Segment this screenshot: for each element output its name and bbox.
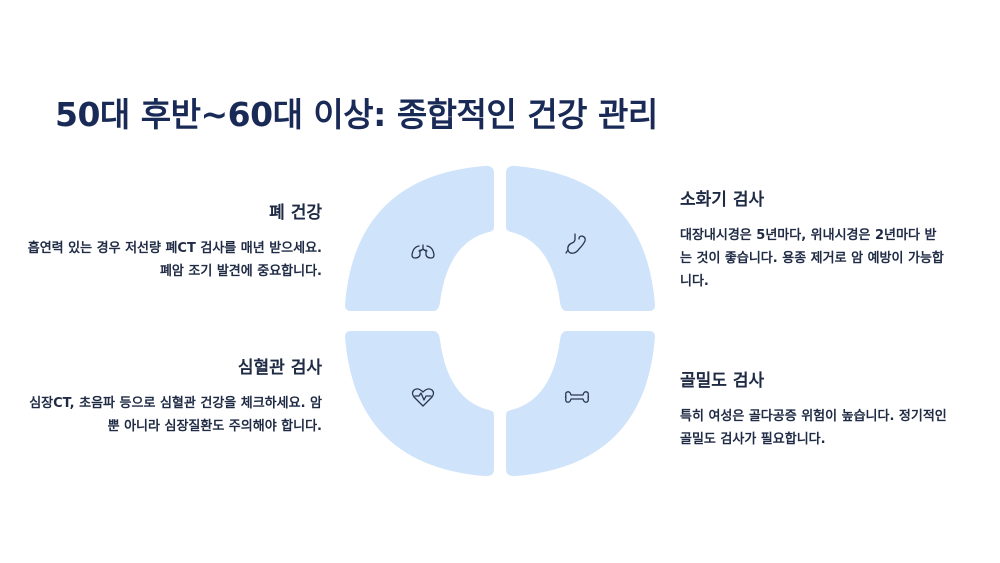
quadrant-diagram — [345, 165, 655, 477]
segment-digest — [506, 165, 655, 311]
heart-check-description: 심장CT, 초음파 등으로 심혈관 건강을 체크하세요. 암뿐 아니라 심장질환… — [29, 396, 322, 434]
bone-density-card: 골밀도 검사 특히 여성은 골다공증 위험이 높습니다. 정기적인 골밀도 검사… — [680, 366, 980, 451]
digestive-check-description: 대장내시경은 5년마다, 위내시경은 2년마다 받는 것이 좋습니다. 용종 제… — [680, 228, 944, 289]
bone-density-title: 골밀도 검사 — [680, 371, 765, 391]
digestive-check-title: 소화기 검사 — [680, 190, 765, 210]
bone-icon — [564, 391, 590, 403]
segment-bone — [506, 331, 655, 477]
page-title: 50대 후반~60대 이상: 종합적인 건강 관리 — [55, 95, 658, 134]
heartbeat-icon — [411, 388, 435, 407]
lung-health-card: 폐 건강 흡연력 있는 경우 저선량 폐CT 검사를 매년 받으세요. 폐암 조… — [22, 198, 322, 283]
heart-check-title: 심혈관 검사 — [237, 358, 322, 378]
heart-check-card: 심혈관 검사 심장CT, 초음파 등으로 심혈관 건강을 체크하세요. 암뿐 아… — [22, 353, 322, 438]
bone-density-description: 특히 여성은 골다공증 위험이 높습니다. 정기적인 골밀도 검사가 필요합니다… — [680, 409, 947, 447]
segment-lung — [345, 165, 494, 311]
lungs-icon — [411, 244, 435, 259]
segment-heart — [345, 331, 494, 477]
stomach-icon — [565, 233, 586, 254]
lung-health-title: 폐 건강 — [269, 203, 322, 223]
digestive-check-card: 소화기 검사 대장내시경은 5년마다, 위내시경은 2년마다 받는 것이 좋습니… — [680, 185, 980, 293]
lung-health-description: 흡연력 있는 경우 저선량 폐CT 검사를 매년 받으세요. 폐암 조기 발견에… — [27, 241, 322, 279]
